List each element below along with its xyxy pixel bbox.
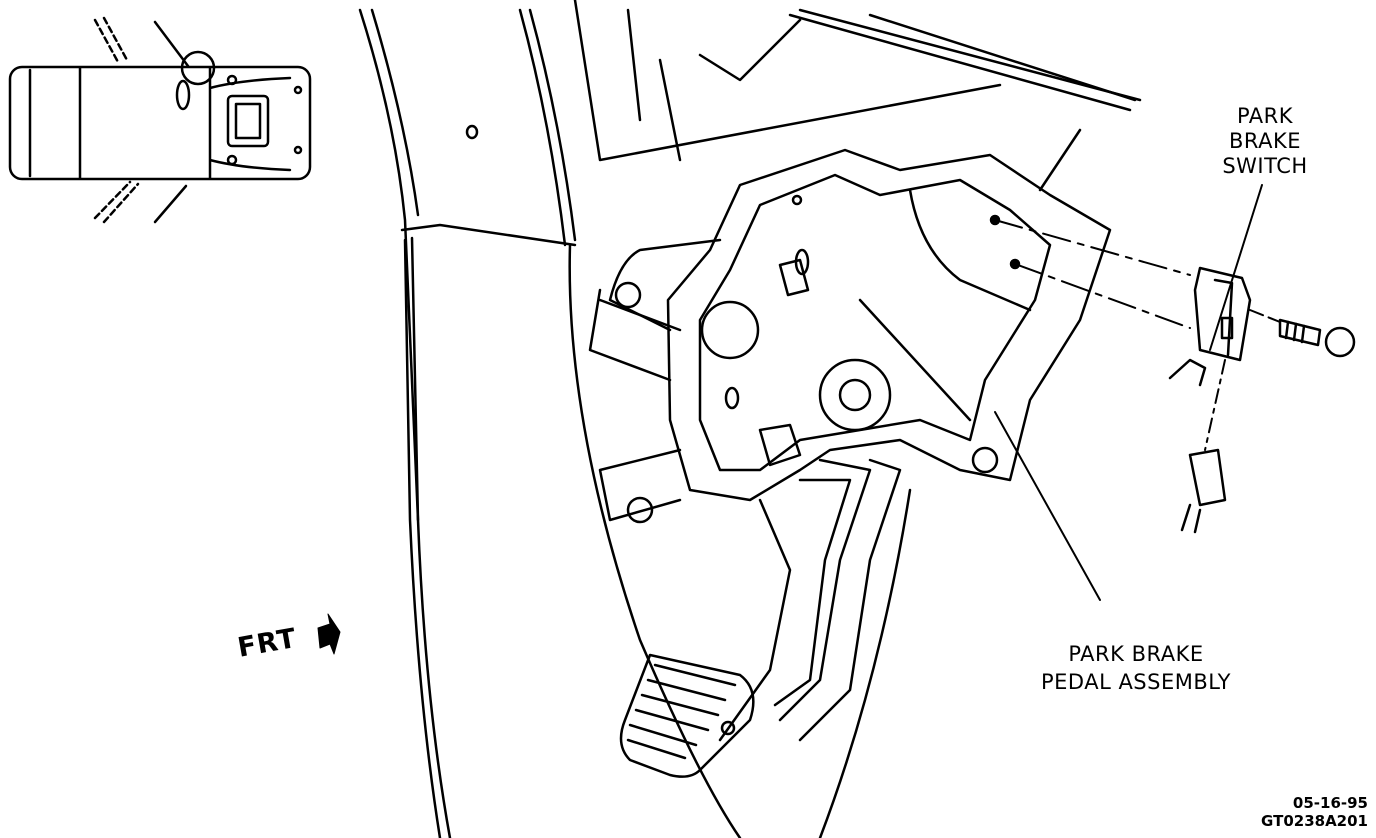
wire-connector <box>1180 448 1227 534</box>
park-brake-pedal-assembly-label: PARK BRAKE PEDAL ASSEMBLY <box>1016 640 1256 696</box>
switch-label-line-3: SWITCH <box>1222 154 1308 178</box>
park-brake-switch-label: PARK BRAKE SWITCH <box>1215 104 1315 179</box>
body-panel <box>358 0 1142 838</box>
pedal-label-line-1: PARK BRAKE <box>1068 642 1204 666</box>
alignment-lines <box>994 219 1281 451</box>
switch-label-line-2: BRAKE <box>1228 129 1302 153</box>
pedal-arm <box>619 458 902 778</box>
pedal-assembly <box>588 148 1112 524</box>
switch-label-line-1: PARK <box>1236 104 1294 128</box>
figure-date: 05-16-95 <box>1292 794 1368 812</box>
pedal-label-line-2: PEDAL ASSEMBLY <box>1040 670 1232 694</box>
leader-lines <box>994 184 1263 601</box>
front-direction-arrow-icon <box>317 613 341 655</box>
park-brake-switch <box>1168 266 1252 387</box>
figure-code: GT0238A201 <box>1261 812 1368 830</box>
vehicle-locator-icon <box>8 16 312 224</box>
mounting-bolt <box>1278 318 1356 358</box>
figure-footer: 05-16-95 GT0238A201 <box>1240 794 1368 830</box>
